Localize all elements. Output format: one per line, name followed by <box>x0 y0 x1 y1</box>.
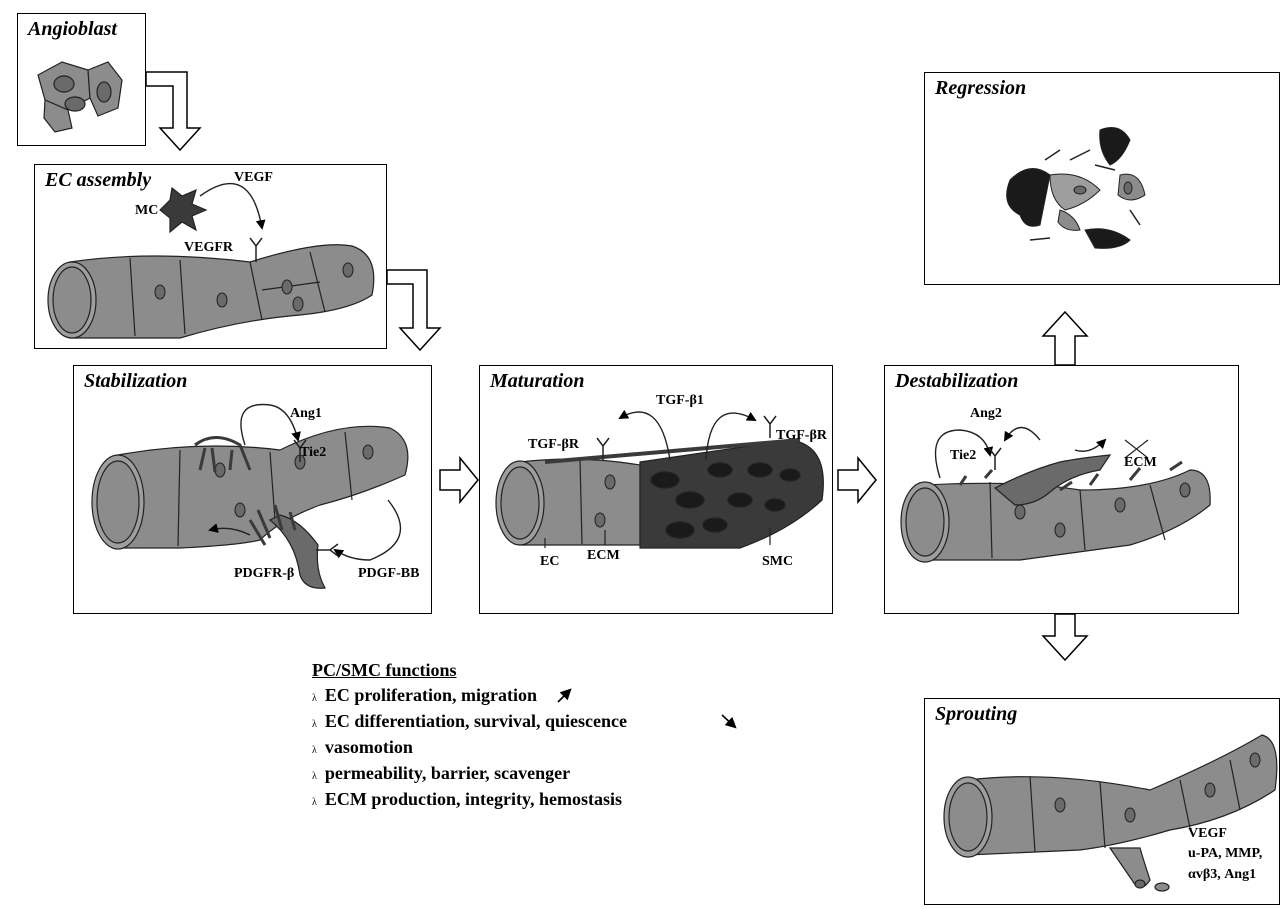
stabilization-vessel <box>92 405 408 589</box>
ec-assembly-vessel <box>48 184 374 338</box>
sprouting-factors-line3: αvβ3, Ang1 <box>1188 867 1256 883</box>
legend-item: λ vasomotion <box>312 736 792 762</box>
regression-fragments <box>1007 128 1145 249</box>
label-ec: EC <box>540 554 559 570</box>
bullet-icon: λ <box>312 693 317 704</box>
label-mc: MC <box>135 203 158 219</box>
label-tie2: Tie2 <box>300 445 326 461</box>
legend-item: λ ECM production, integrity, hemostasis <box>312 788 792 814</box>
pc-smc-functions-legend: PC/SMC functions λ EC proliferation, migr… <box>312 660 792 814</box>
legend-title: PC/SMC functions <box>312 660 792 681</box>
bullet-icon: λ <box>312 797 317 808</box>
sprouting-factors-line2: u-PA, MMP, <box>1188 846 1262 862</box>
legend-item: λ permeability, barrier, scavenger <box>312 762 792 788</box>
legend-item-text: EC differentiation, survival, quiescence <box>325 711 627 731</box>
angioblast-cells <box>38 62 122 132</box>
legend-item: λ EC differentiation, survival, quiescenc… <box>312 710 792 736</box>
legend-item-text: EC proliferation, migration <box>325 685 537 705</box>
label-vegf: VEGF <box>234 170 273 186</box>
label-tgf-br-right: TGF-βR <box>776 428 827 444</box>
bullet-icon: λ <box>312 719 317 730</box>
label-pdgf-bb: PDGF-BB <box>358 566 419 582</box>
legend-list: λ EC proliferation, migration λ EC differe… <box>312 684 792 814</box>
destabilization-vessel <box>901 428 1210 563</box>
legend-item-text: vasomotion <box>325 737 413 757</box>
label-smc: SMC <box>762 554 793 570</box>
bullet-icon: λ <box>312 771 317 782</box>
label-ecm-destab: ECM <box>1124 455 1157 471</box>
label-vegfr: VEGFR <box>184 240 233 256</box>
label-ecm: ECM <box>587 548 620 564</box>
sprouting-factors-line1: VEGF <box>1188 826 1227 842</box>
legend-item-text: ECM production, integrity, hemostasis <box>325 789 622 809</box>
label-pdgfr: PDGFR-β <box>234 566 294 582</box>
label-tie2-destab: Tie2 <box>950 448 976 464</box>
label-ang2: Ang2 <box>970 406 1002 422</box>
label-tgf-b1: TGF-β1 <box>656 393 704 409</box>
legend-item-text: permeability, barrier, scavenger <box>325 763 570 783</box>
bullet-icon: λ <box>312 745 317 756</box>
label-tgf-br-left: TGF-βR <box>528 437 579 453</box>
maturation-vessel <box>496 412 823 548</box>
legend-item: λ EC proliferation, migration <box>312 684 792 710</box>
label-ang1: Ang1 <box>290 406 322 422</box>
